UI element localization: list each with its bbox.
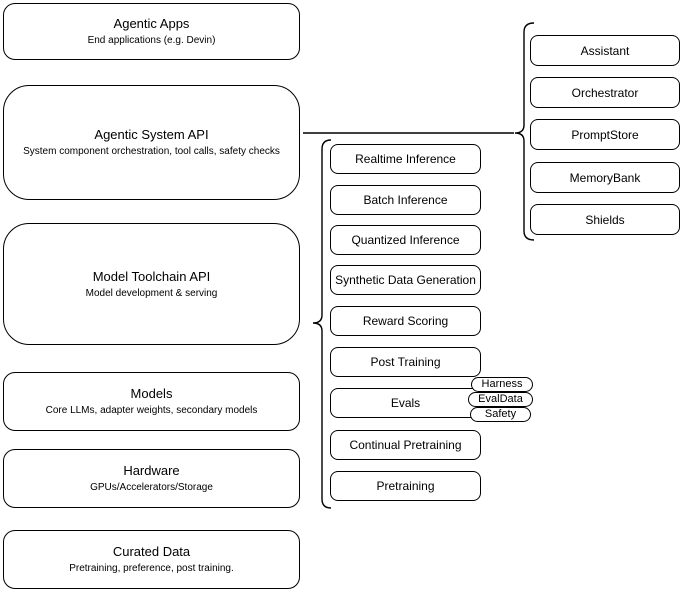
toolchain-item-post-training: Post Training bbox=[330, 347, 481, 377]
box-title: Hardware bbox=[123, 463, 180, 478]
box-agentic-apps: Agentic Apps End applications (e.g. Devi… bbox=[3, 3, 300, 60]
box-subtitle: Model development & serving bbox=[85, 287, 218, 299]
box-hardware: Hardware GPUs/Accelerators/Storage bbox=[3, 449, 300, 508]
toolchain-item-synthetic-data-generation: Synthetic Data Generation bbox=[330, 265, 481, 295]
toolchain-item-reward-scoring: Reward Scoring bbox=[330, 306, 481, 336]
box-subtitle: End applications (e.g. Devin) bbox=[87, 35, 216, 46]
toolchain-item-quantized-inference: Quantized Inference bbox=[330, 225, 481, 255]
box-subtitle: Pretraining, preference, post training. bbox=[69, 563, 234, 574]
box-title: Agentic System API bbox=[94, 127, 209, 142]
box-title: Model Toolchain API bbox=[92, 268, 211, 284]
system-item-orchestrator: Orchestrator bbox=[530, 77, 680, 108]
box-subtitle: GPUs/Accelerators/Storage bbox=[90, 482, 213, 493]
box-title: Models bbox=[130, 386, 173, 401]
toolchain-item-realtime-inference: Realtime Inference bbox=[330, 144, 481, 174]
system-item-memorybank: MemoryBank bbox=[530, 162, 680, 193]
system-brace bbox=[514, 22, 535, 241]
box-title: Curated Data bbox=[112, 544, 191, 559]
toolchain-item-continual-pretraining: Continual Pretraining bbox=[330, 430, 481, 460]
system-item-assistant: Assistant bbox=[530, 35, 680, 66]
eval-tag-evaldata: EvalData bbox=[468, 392, 533, 407]
eval-tag-safety: Safety bbox=[470, 407, 531, 422]
system-item-shields: Shields bbox=[530, 204, 680, 235]
toolchain-item-pretraining: Pretraining bbox=[330, 471, 481, 501]
box-curated-data: Curated Data Pretraining, preference, po… bbox=[3, 530, 300, 589]
system-item-promptstore: PromptStore bbox=[530, 119, 680, 150]
toolchain-item-batch-inference: Batch Inference bbox=[330, 185, 481, 215]
toolchain-item-evals: Evals bbox=[330, 388, 481, 418]
box-models: Models Core LLMs, adapter weights, secon… bbox=[3, 372, 300, 431]
eval-tag-harness: Harness bbox=[471, 377, 533, 392]
box-model-toolchain-api: Model Toolchain API Model development & … bbox=[3, 223, 300, 345]
box-subtitle: System component orchestration, tool cal… bbox=[23, 146, 280, 157]
box-title: Agentic Apps bbox=[113, 16, 190, 31]
box-subtitle: Core LLMs, adapter weights, secondary mo… bbox=[45, 405, 258, 416]
box-agentic-system-api: Agentic System API System component orch… bbox=[3, 85, 300, 200]
toolchain-brace bbox=[312, 139, 332, 509]
